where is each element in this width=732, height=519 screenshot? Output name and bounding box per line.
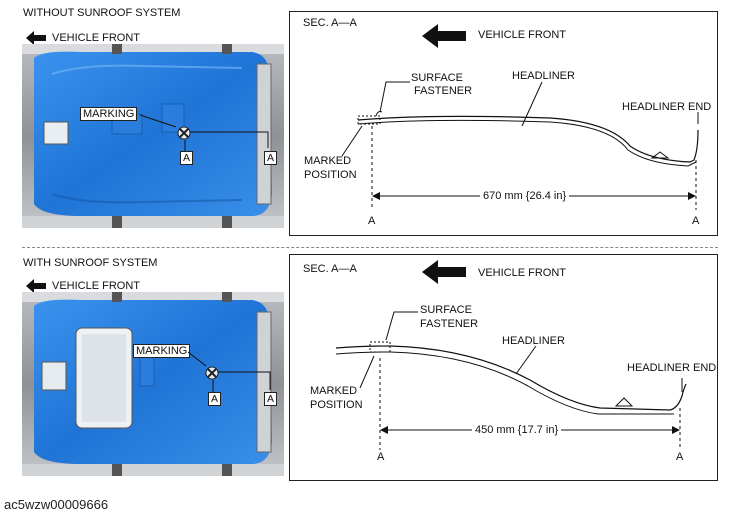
bottom-marking-label: MARKING [133,344,191,358]
bottom-marker-a-1: A [208,392,222,406]
bottom-marked-position-2: POSITION [310,399,363,411]
bottom-section-drawing [335,311,687,450]
top-marker-a-1: A [180,151,194,165]
top-section-marker-a-2: A [692,215,700,227]
top-marker-a-2: A [264,151,278,165]
bottom-surface-fastener-2: FASTENER [420,318,479,330]
top-section-line [184,131,269,152]
bottom-marking-leader [188,351,207,367]
top-section-marker-a-1: A [368,215,376,227]
arrow-left-icon [26,31,46,45]
bottom-headliner-end-label: HEADLINER END [627,362,717,374]
arrow-left-icon [422,260,466,284]
bottom-section-marker-a-2: A [676,451,684,463]
top-section-title: SEC. A—A [303,17,357,29]
top-headliner-label: HEADLINER [512,70,575,82]
bottom-section-marker-a-1: A [377,451,385,463]
section-divider [22,247,718,248]
fastener-x-icon [177,126,191,140]
top-section-vehicle-front: VEHICLE FRONT [478,29,567,41]
bottom-section-line [212,371,271,392]
fastener-x-icon [205,366,219,380]
bottom-marker-a-2: A [264,392,278,406]
top-vehicle-front-label: VEHICLE FRONT [52,32,141,44]
bottom-marked-position-1: MARKED [310,385,358,397]
top-marked-position-1: MARKED [304,155,352,167]
bottom-headliner-label: HEADLINER [502,335,565,347]
bottom-dimension-label: 450 mm {17.7 in} [472,424,562,436]
top-marking-leader [140,114,177,128]
bottom-heading: WITH SUNROOF SYSTEM [23,257,158,269]
top-heading: WITHOUT SUNROOF SYSTEM [23,7,181,19]
bottom-roof-photo [22,292,284,476]
top-marked-position-2: POSITION [304,169,357,181]
top-surface-fastener-2: FASTENER [414,85,473,97]
arrow-left-icon [26,279,46,293]
bottom-vehicle-front-label: VEHICLE FRONT [52,280,141,292]
top-surface-fastener-1: SURFACE [411,72,463,84]
top-section-drawing [341,81,699,210]
bottom-section-title: SEC. A—A [303,263,357,275]
top-headliner-end-label: HEADLINER END [622,101,712,113]
bottom-section-vehicle-front: VEHICLE FRONT [478,267,567,279]
bottom-surface-fastener-1: SURFACE [420,304,472,316]
top-marking-label: MARKING [80,107,138,121]
figure-caption: ac5wzw00009666 [4,497,109,512]
top-dimension-label: 670 mm {26.4 in} [480,190,570,202]
arrow-left-icon [422,24,466,48]
